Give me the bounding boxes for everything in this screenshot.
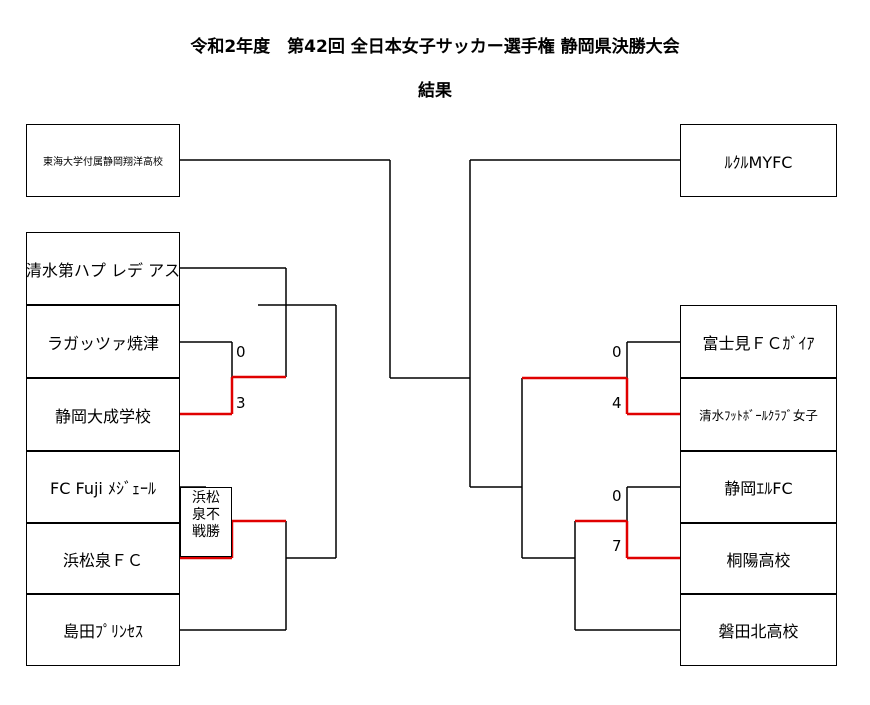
team-box-left-6: 浜松泉ＦＣ xyxy=(26,523,180,594)
team-box-right-1: ﾙｸﾙMYFC xyxy=(680,124,837,197)
score-right-1-top: 0 xyxy=(612,343,622,361)
team-box-left-5: FC Fuji ﾒｼﾞｪｰﾙ xyxy=(26,451,180,523)
team-box-left-4: 静岡大成学校 xyxy=(26,378,180,451)
team-box-right-4: 静岡ｴﾙFC xyxy=(680,451,837,523)
score-right-1-bottom: 4 xyxy=(612,394,622,412)
score-left-bottom: 3 xyxy=(236,394,246,412)
team-box-right-5: 桐陽高校 xyxy=(680,523,837,594)
team-box-left-1: 東海大学付属静岡翔洋高校 xyxy=(26,124,180,197)
team-box-left-2: 清水第ハプ レデ アス xyxy=(26,232,180,305)
forfeit-note: 浜松 泉不 戦勝 xyxy=(180,487,232,557)
team-box-right-6: 磐田北高校 xyxy=(680,594,837,666)
results-subtitle: 結果 xyxy=(418,81,452,101)
team-box-left-3: ラガッツァ焼津 xyxy=(26,305,180,378)
team-box-left-7: 島田ﾌﾟﾘﾝｾｽ xyxy=(26,594,180,666)
tournament-title: 令和2年度 第42回 全日本女子サッカー選手権 静岡県決勝大会 xyxy=(190,37,680,57)
forfeit-note-line: 戦勝 xyxy=(192,524,220,540)
score-right-2-top: 0 xyxy=(612,487,622,505)
score-left-top: 0 xyxy=(236,343,246,361)
score-right-2-bottom: 7 xyxy=(612,537,622,555)
forfeit-note-line: 泉不 xyxy=(192,507,220,523)
forfeit-note-line: 浜松 xyxy=(192,490,220,506)
team-box-right-3: 清水ﾌｯﾄﾎﾞｰﾙｸﾗﾌﾞ女子 xyxy=(680,378,837,451)
team-box-right-2: 富士見ＦＣｶﾞｲｱ xyxy=(680,305,837,378)
